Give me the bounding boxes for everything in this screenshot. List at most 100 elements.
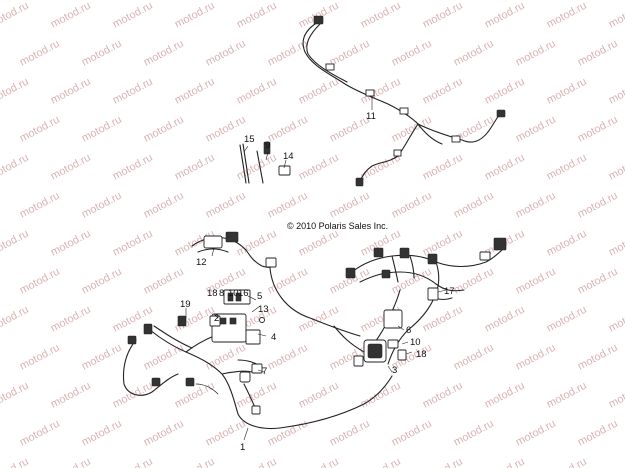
- clip-icon: [325, 63, 335, 71]
- connector-icon: [381, 269, 391, 279]
- callout-8: 8: [219, 288, 224, 299]
- watermark-text: motod.ru: [49, 304, 93, 335]
- watermark-text: motod.ru: [452, 38, 496, 69]
- watermark-text: motod.ru: [80, 418, 124, 449]
- bolt-icon: [259, 317, 265, 323]
- watermark-text: motod.ru: [18, 342, 62, 373]
- watermark-text: motod.ru: [142, 38, 186, 69]
- bracket-icon: [245, 329, 261, 345]
- callout-13: 13: [258, 304, 269, 315]
- callout-16: 16: [238, 288, 249, 299]
- watermark-text: motod.ru: [390, 418, 434, 449]
- watermark-text: motod.ru: [0, 76, 31, 107]
- callout-5: 5: [257, 291, 262, 302]
- watermark-text: motod.ru: [111, 380, 155, 411]
- watermark-text: motod.ru: [80, 38, 124, 69]
- callout-11: 11: [366, 111, 376, 122]
- watermark-text: motod.ru: [607, 152, 625, 183]
- callout-18-left: 18: [207, 288, 218, 299]
- relay-icon: [278, 165, 291, 176]
- harness-17: [333, 237, 507, 367]
- copyright-notice: © 2010 Polaris Sales Inc.: [287, 221, 388, 231]
- connector-icon: [209, 315, 221, 327]
- relay-icon: [387, 339, 399, 349]
- watermark-text: motod.ru: [297, 152, 341, 183]
- watermark-text: motod.ru: [514, 418, 558, 449]
- callout-2: 2: [214, 313, 219, 324]
- watermark-text: motod.ru: [483, 76, 527, 107]
- watermark-text: motod.ru: [607, 456, 625, 468]
- watermark-text: motod.ru: [142, 342, 186, 373]
- watermark-text: motod.ru: [545, 0, 589, 31]
- watermark-text: motod.ru: [545, 152, 589, 183]
- connector-icon: [265, 257, 277, 268]
- watermark-text: motod.ru: [111, 228, 155, 259]
- watermark-text: motod.ru: [173, 152, 217, 183]
- module-icon: [383, 309, 403, 329]
- watermark-text: motod.ru: [18, 418, 62, 449]
- watermark-text: motod.ru: [390, 266, 434, 297]
- watermark-text: motod.ru: [0, 304, 31, 335]
- leader-lines: [185, 96, 447, 441]
- watermark-text: motod.ru: [235, 0, 279, 31]
- watermark-text: motod.ru: [483, 456, 527, 468]
- clip-icon: [365, 89, 375, 97]
- clip-icon: [451, 135, 461, 143]
- callout-18-right: 18: [416, 349, 427, 360]
- watermark-text: motod.ru: [359, 456, 403, 468]
- watermark-text: motod.ru: [142, 266, 186, 297]
- connector-icon: [177, 315, 187, 327]
- connector-icon: [493, 237, 507, 251]
- watermark-text: motod.ru: [49, 76, 93, 107]
- watermark-text: motod.ru: [0, 380, 31, 411]
- watermark-text: motod.ru: [297, 304, 341, 335]
- callout-17: 17: [444, 286, 455, 297]
- callout-1: 1: [240, 442, 245, 453]
- relay-icon: [227, 292, 234, 302]
- small-parts-group: [239, 141, 291, 184]
- watermark-text: motod.ru: [421, 304, 465, 335]
- watermark-text: motod.ru: [514, 38, 558, 69]
- connector-icon: [345, 267, 356, 279]
- watermark-text: motod.ru: [18, 266, 62, 297]
- watermark-text: motod.ru: [204, 114, 248, 145]
- watermark-text: motod.ru: [49, 0, 93, 31]
- callout-3: 3: [392, 365, 397, 376]
- watermark-text: motod.ru: [607, 0, 625, 31]
- callout-7: 7: [262, 366, 267, 377]
- watermark-text: motod.ru: [514, 114, 558, 145]
- watermark-text: motod.ru: [49, 228, 93, 259]
- callout-labels: 11 15 9 14 12 8 10 16 5 19 13 2 4 7 17 6…: [180, 111, 455, 453]
- watermark-text: motod.ru: [359, 0, 403, 31]
- watermark-text: motod.ru: [421, 152, 465, 183]
- watermark-text: motod.ru: [545, 76, 589, 107]
- callout-19: 19: [180, 299, 191, 310]
- clip-icon: [399, 107, 409, 115]
- watermark-text: motod.ru: [111, 152, 155, 183]
- watermark-text: motod.ru: [266, 190, 310, 221]
- watermark-text: motod.ru: [576, 266, 620, 297]
- callout-9: 9: [265, 140, 270, 151]
- watermark-text: motod.ru: [421, 456, 465, 468]
- watermark-text: motod.ru: [483, 152, 527, 183]
- connector-icon: [496, 109, 506, 118]
- watermark-text: motod.ru: [266, 418, 310, 449]
- watermark-text: motod.ru: [607, 380, 625, 411]
- watermark-text: motod.ru: [359, 76, 403, 107]
- watermark-text: motod.ru: [0, 152, 31, 183]
- connector-icon: [239, 371, 251, 383]
- watermark-text: motod.ru: [235, 76, 279, 107]
- connector-icon: [127, 335, 137, 345]
- connector-icon: [251, 405, 261, 415]
- watermark-text: motod.ru: [421, 76, 465, 107]
- main-harness-1: [122, 289, 393, 430]
- watermark-text: motod.ru: [297, 228, 341, 259]
- connector-icon: [313, 15, 324, 25]
- watermark-text: motod.ru: [204, 342, 248, 373]
- connector-icon: [373, 247, 384, 258]
- watermark-text: motod.ru: [18, 114, 62, 145]
- watermark-text: motod.ru: [452, 418, 496, 449]
- connector-icon: [225, 231, 239, 243]
- watermark-text: motod.ru: [297, 76, 341, 107]
- watermark-text: motod.ru: [235, 228, 279, 259]
